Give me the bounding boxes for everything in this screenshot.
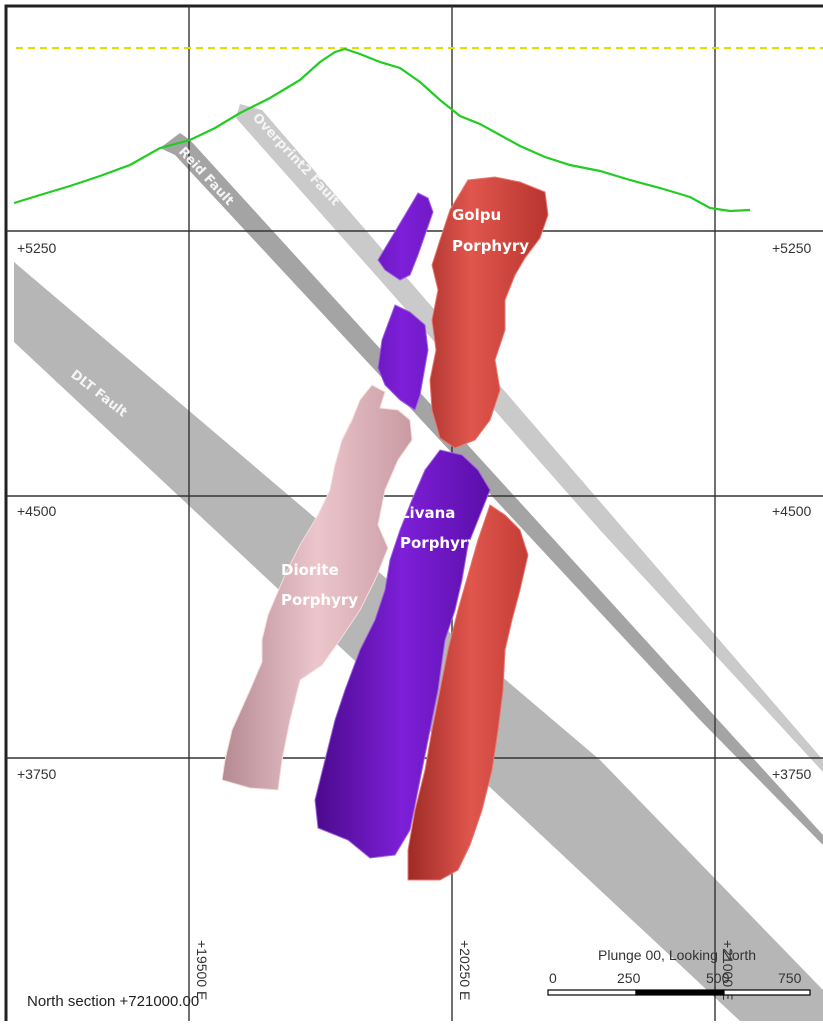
diorite-label-line2: Porphyry	[281, 591, 358, 609]
scale-bar: Plunge 00, Looking North 0 250 500 750	[547, 947, 811, 996]
scale-tick-label: 500	[706, 970, 730, 986]
elevation-labels: +5250 +5250 +4500 +4500 +3750 +3750	[17, 240, 812, 782]
diorite-porphyry-body	[221, 384, 413, 791]
elevation-label-right: +5250	[772, 240, 812, 256]
easting-label: +19500 E	[194, 940, 210, 1000]
scale-tick-label: 0	[549, 970, 557, 986]
topography-line	[13, 47, 751, 213]
elevation-label-right: +4500	[772, 503, 812, 519]
golpu-label-line2: Porphyry	[452, 237, 529, 255]
overprint2-fault-label: Overprint2 Fault	[249, 110, 342, 209]
livana-porphyry-body	[314, 192, 491, 859]
diorite-label-line1: Diorite	[281, 561, 339, 579]
elevation-label-right: +3750	[772, 766, 812, 782]
scale-tick-label: 750	[778, 970, 802, 986]
livana-label-line2: Porphyry	[400, 534, 477, 552]
reid-fault-label: Reid Fault	[175, 144, 236, 208]
easting-label: +21000 E	[720, 940, 736, 1000]
scale-tick-label: 250	[617, 970, 641, 986]
easting-labels: +19500 E +20250 E +21000 E	[194, 940, 736, 1000]
scale-caption: Plunge 00, Looking North	[598, 947, 756, 963]
elevation-label-left: +5250	[17, 240, 57, 256]
elevation-label-left: +3750	[17, 766, 57, 782]
frame-border	[4, 4, 823, 1026]
elevation-label-left: +4500	[17, 503, 57, 519]
livana-label-line1: Livana	[400, 504, 455, 522]
reid-fault-plane	[160, 133, 823, 845]
golpu-porphyry-body	[407, 176, 549, 881]
golpu-label-line1: Golpu	[452, 206, 501, 224]
overprint2-fault-plane	[236, 104, 823, 772]
easting-label: +20250 E	[457, 940, 473, 1000]
section-label: North section +721000.00	[27, 993, 199, 1010]
